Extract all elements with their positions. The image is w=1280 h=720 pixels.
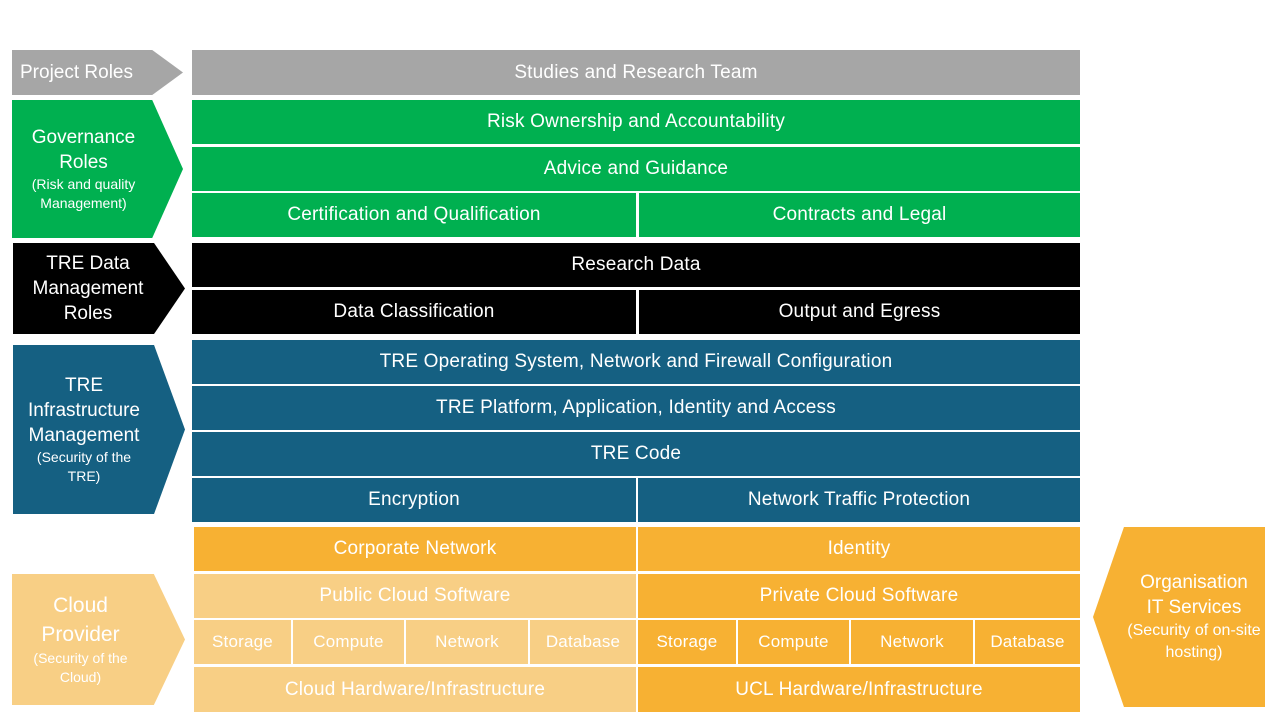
data-classification: Data Classification (192, 290, 636, 334)
infrastructure-management-title: TRE Infrastructure Management (28, 374, 140, 447)
governance-roles-title: Governance Roles (31, 127, 136, 174)
public-database: Database (530, 620, 636, 664)
cloud-provider-label: Cloud Provider (Security of the Cloud) (12, 574, 185, 705)
public-cloud-software: Public Cloud Software (194, 574, 636, 618)
data-management-roles-label: TRE Data Management Roles (13, 243, 185, 334)
data-management-roles-title: TRE Data Management Roles (32, 252, 144, 325)
private-storage: Storage (638, 620, 736, 664)
corporate-network: Corporate Network (194, 527, 636, 571)
private-compute: Compute (738, 620, 849, 664)
output-egress: Output and Egress (639, 290, 1080, 334)
network-traffic-protection: Network Traffic Protection (638, 478, 1080, 522)
organisation-it-services-title: Organisation IT Services (1140, 572, 1248, 619)
project-roles-title: Project Roles (20, 61, 133, 83)
governance-roles-label: Governance Roles (Risk and quality Manag… (12, 100, 183, 238)
platform-identity-access: TRE Platform, Application, Identity and … (192, 386, 1080, 430)
identity: Identity (638, 527, 1080, 571)
ucl-hardware-infrastructure: UCL Hardware/Infrastructure (638, 667, 1080, 712)
certification-qualification: Certification and Qualification (192, 193, 636, 237)
os-network-firewall: TRE Operating System, Network and Firewa… (192, 340, 1080, 384)
public-compute: Compute (293, 620, 404, 664)
advice-guidance: Advice and Guidance (192, 147, 1080, 191)
public-network: Network (406, 620, 528, 664)
private-database: Database (975, 620, 1080, 664)
private-network: Network (851, 620, 973, 664)
contracts-legal: Contracts and Legal (639, 193, 1080, 237)
risk-ownership: Risk Ownership and Accountability (192, 100, 1080, 144)
governance-roles-subtitle: (Risk and quality Management) (31, 176, 136, 212)
studies-research-team: Studies and Research Team (192, 50, 1080, 95)
infrastructure-management-label: TRE Infrastructure Management (Security … (13, 345, 185, 514)
research-data: Research Data (192, 243, 1080, 287)
project-roles-label: Project Roles (12, 50, 183, 95)
tre-code: TRE Code (192, 432, 1080, 476)
organisation-it-services-subtitle: (Security of on-site hosting) (1127, 622, 1261, 662)
cloud-hardware-infrastructure: Cloud Hardware/Infrastructure (194, 667, 636, 712)
private-cloud-software: Private Cloud Software (638, 574, 1080, 618)
encryption: Encryption (192, 478, 636, 522)
infrastructure-management-subtitle: (Security of the TRE) (36, 449, 132, 485)
cloud-provider-subtitle: (Security of the Cloud) (33, 649, 128, 685)
public-storage: Storage (194, 620, 291, 664)
cloud-provider-title: Cloud Provider (41, 594, 120, 646)
organisation-it-services-label: Organisation IT Services (Security of on… (1093, 527, 1265, 707)
